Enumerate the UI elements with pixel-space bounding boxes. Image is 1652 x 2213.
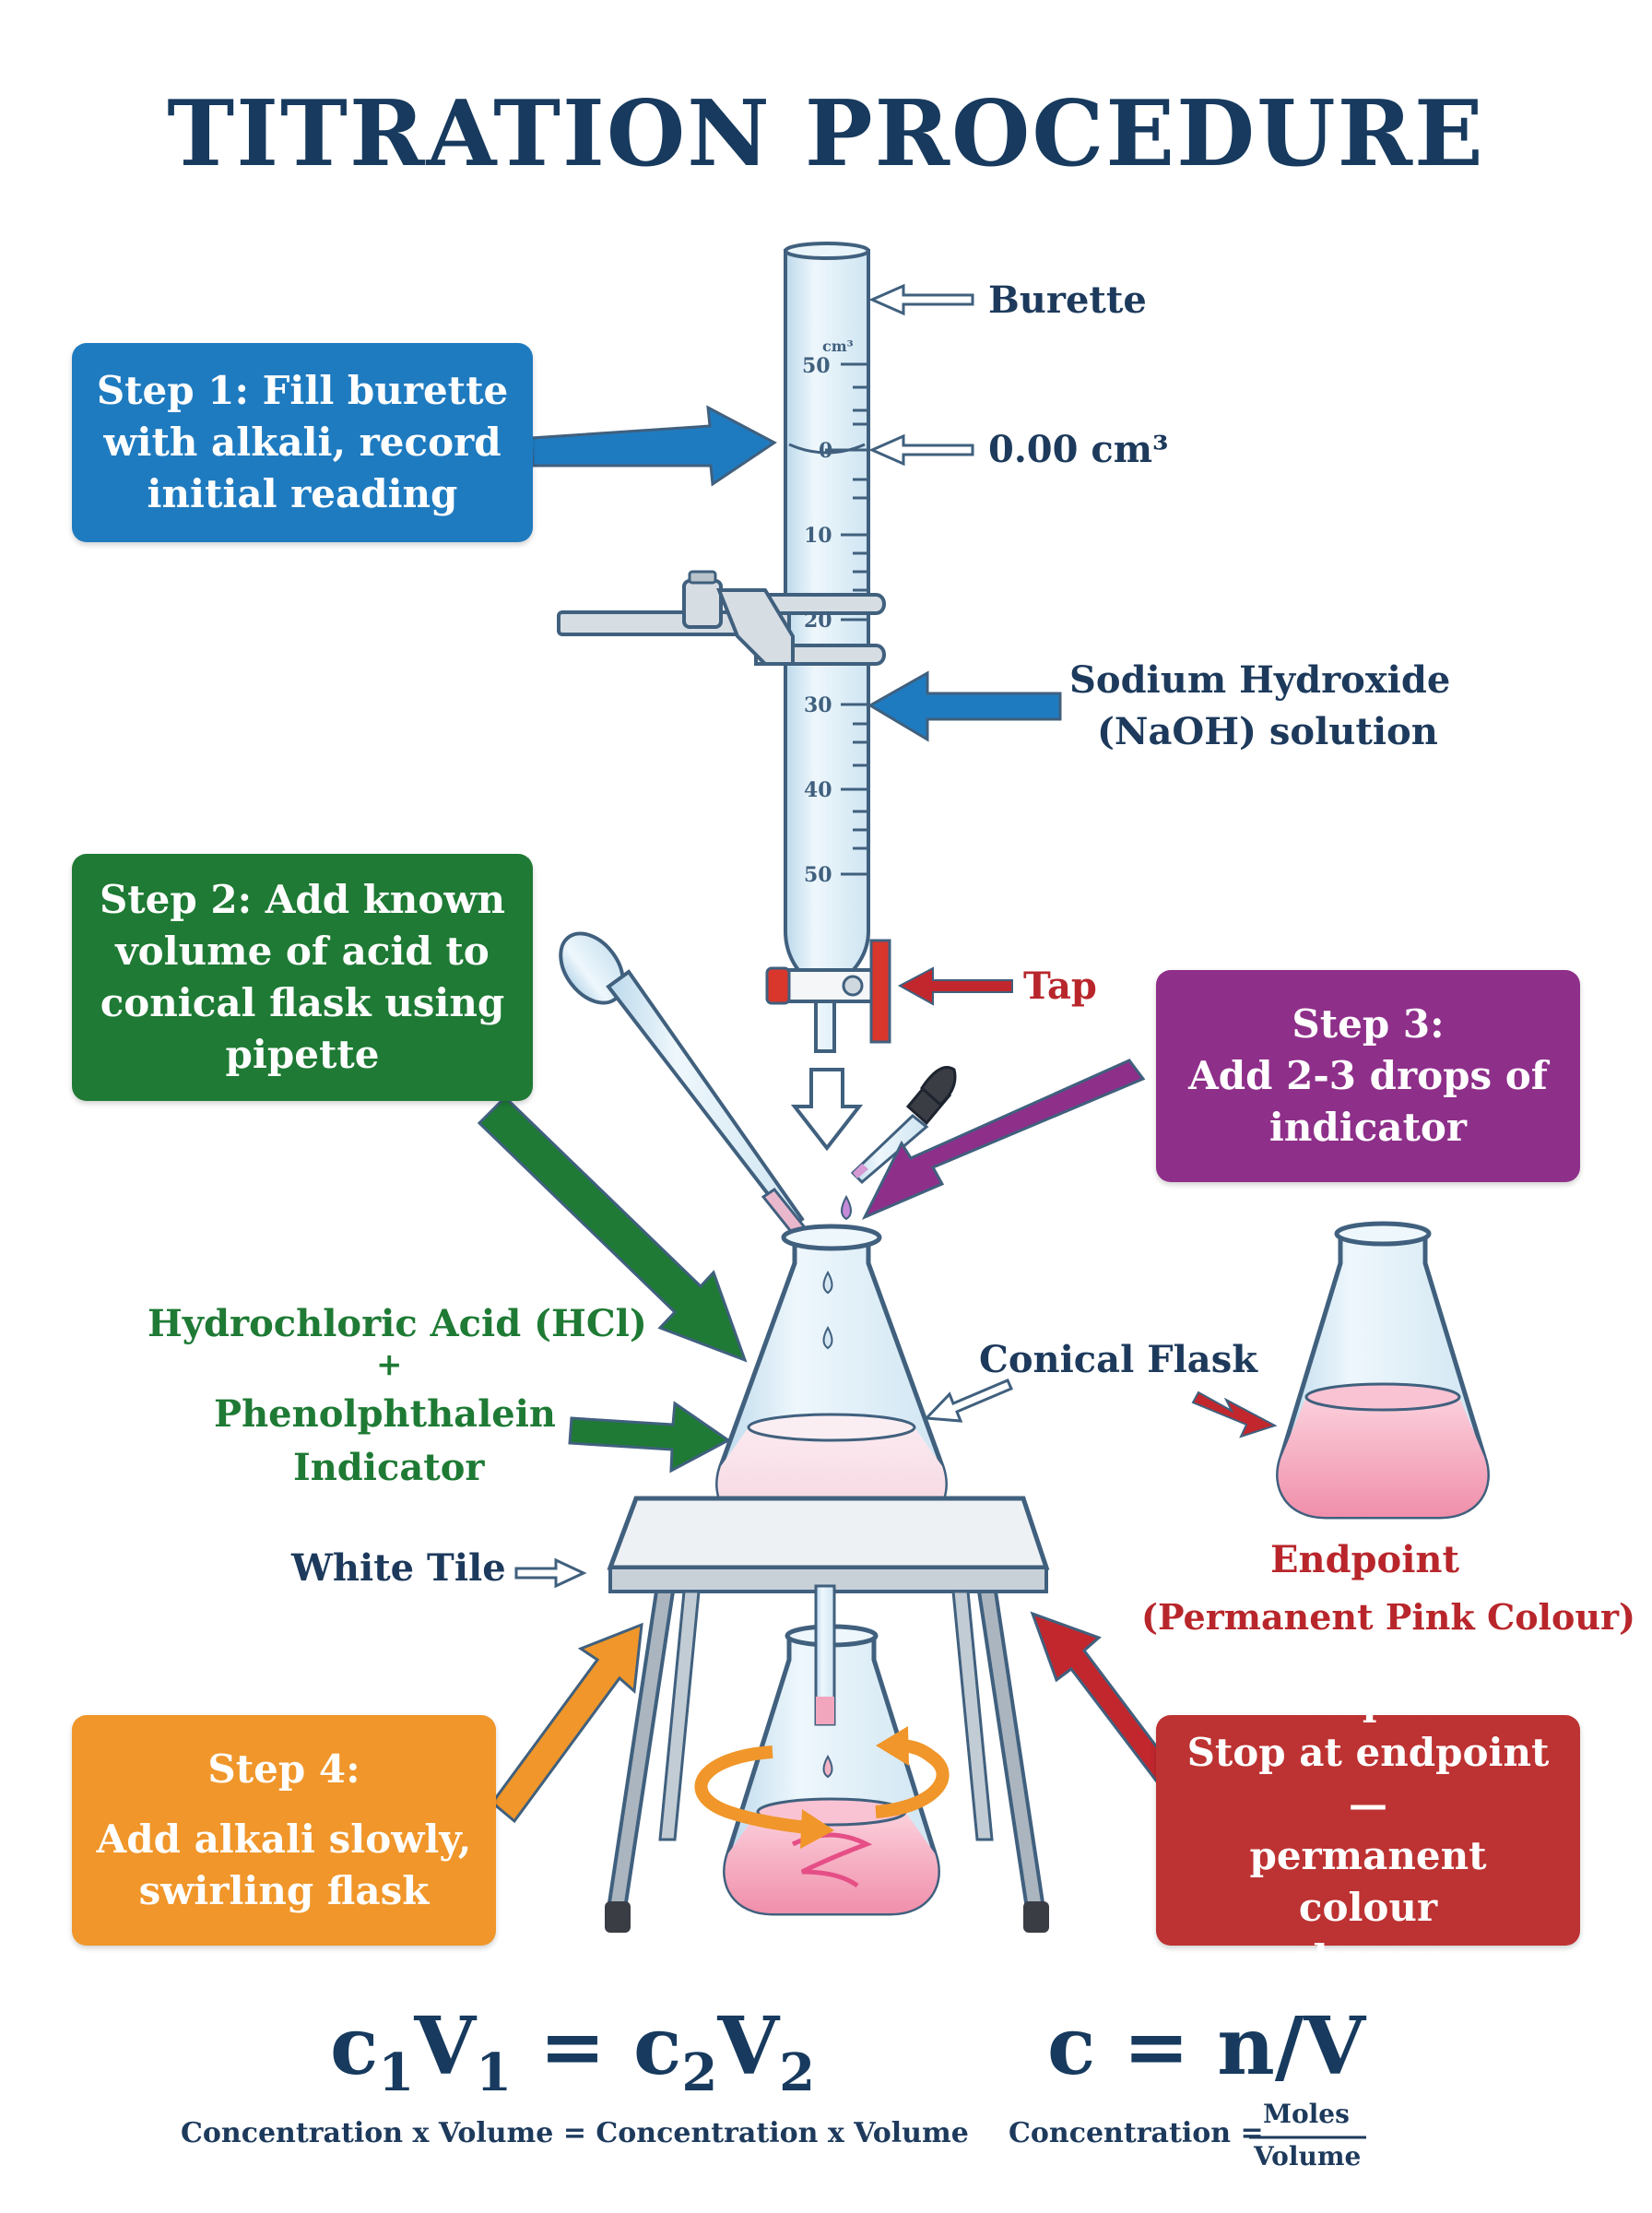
hcl-label-line-2: Phenolphthalein bbox=[214, 1392, 557, 1436]
scale-mark-top: 50 bbox=[802, 354, 831, 378]
step-3-box: Step 3: Add 2-3 drops of indicator bbox=[1156, 970, 1580, 1182]
step2-arrow bbox=[477, 1095, 748, 1363]
burette-label: Burette bbox=[988, 278, 1147, 322]
step-5-box: Step 5: Stop at endpoint — permanent col… bbox=[1156, 1678, 1580, 1982]
white-pointer-arrows bbox=[514, 283, 1013, 1589]
drip-arrow bbox=[790, 1068, 864, 1152]
step-3-line-2: Add 2-3 drops of bbox=[1188, 1053, 1548, 1098]
step-4-line-4: swirling flask bbox=[138, 1868, 430, 1913]
burette-scale-ticks bbox=[825, 362, 867, 876]
eq1-c2: c bbox=[633, 2000, 682, 2093]
hcl-arrow bbox=[568, 1401, 731, 1473]
burette-clamp bbox=[557, 570, 886, 666]
step-1-line-2: with alkali, record bbox=[103, 420, 502, 465]
step-5-line-3: permanent colour bbox=[1249, 1833, 1487, 1930]
step-2-line-3: conical flask using bbox=[100, 980, 505, 1025]
swirling-flask bbox=[694, 1584, 950, 1916]
equation-c-n-v: c = n/V bbox=[1047, 2000, 1365, 2093]
eq1-v2: V bbox=[717, 2000, 780, 2093]
scale-mark-0: 0 bbox=[819, 439, 832, 463]
step-3-line-3: indicator bbox=[1268, 1105, 1468, 1150]
step-2-line-1: Step 2: Add known bbox=[99, 877, 506, 922]
scale-mark-30: 30 bbox=[804, 693, 832, 717]
hcl-label-line-3: Indicator bbox=[293, 1446, 485, 1489]
eq1-sub4: 2 bbox=[779, 2042, 816, 2104]
step-4-box: Step 4: Add alkali slowly, swirling flas… bbox=[72, 1715, 496, 1946]
step-1-line-3: initial reading bbox=[147, 471, 458, 516]
step-1-line-1: Step 1: Fill burette bbox=[96, 368, 509, 413]
step-4-line-3: Add alkali slowly, bbox=[96, 1817, 472, 1862]
tap-arrow bbox=[897, 966, 1013, 1006]
endpoint-description: (Permanent Pink Colour) bbox=[1141, 1596, 1635, 1638]
main-conical-flask bbox=[715, 1224, 948, 1529]
dropper bbox=[841, 1066, 957, 1221]
endpoint-flask bbox=[1276, 1221, 1490, 1520]
step-5-line-4: change bbox=[1290, 1936, 1446, 1982]
naoh-label-line-2: (NaOH) solution bbox=[1097, 710, 1438, 753]
hcl-label-plus: + bbox=[376, 1346, 403, 1383]
eq1-sub2: 1 bbox=[476, 2042, 513, 2104]
step1-arrow bbox=[529, 405, 777, 487]
endpoint-arrow bbox=[1191, 1391, 1278, 1438]
scale-unit: cm³ bbox=[822, 337, 854, 355]
step4-arrow bbox=[490, 1622, 643, 1824]
scale-mark-50: 50 bbox=[804, 863, 832, 887]
scale-mark-10: 10 bbox=[804, 524, 832, 548]
burette-scale-numbers: cm³ 50 0 10 20 30 40 50 bbox=[802, 337, 854, 887]
hcl-label-line-1: Hydrochloric Acid (HCl) bbox=[148, 1302, 647, 1345]
eq1-v1: V bbox=[414, 2000, 477, 2093]
naoh-label-line-1: Sodium Hydroxide bbox=[1069, 658, 1451, 702]
eq1-sub1: 1 bbox=[378, 2042, 415, 2104]
step-2-line-2: volume of acid to bbox=[115, 929, 490, 974]
stand bbox=[605, 1496, 1050, 1933]
white-tile-label: White Tile bbox=[291, 1546, 506, 1590]
step3-arrow bbox=[861, 1059, 1146, 1220]
endpoint-label: Endpoint bbox=[1270, 1538, 1459, 1581]
eq1-c1: c bbox=[330, 2000, 379, 2093]
page-title: TITRATION PROCEDURE bbox=[167, 81, 1485, 187]
scale-mark-40: 40 bbox=[804, 778, 832, 802]
naoh-arrow bbox=[867, 670, 1062, 742]
zero-reading-label: 0.00 cm³ bbox=[988, 428, 1169, 471]
equation-2-caption-left: Concentration = bbox=[1009, 2117, 1264, 2149]
step-2-box: Step 2: Add known volume of acid to coni… bbox=[72, 854, 533, 1101]
scale-mark-20: 20 bbox=[804, 609, 832, 633]
step-1-box: Step 1: Fill burette with alkali, record… bbox=[72, 343, 533, 542]
pipette bbox=[559, 931, 814, 1246]
eq1-sub3: 2 bbox=[681, 2042, 718, 2104]
equation-2-denominator: Volume bbox=[1254, 2141, 1362, 2172]
tap-label: Tap bbox=[1023, 964, 1097, 1008]
step-4-line-1: Step 4: bbox=[207, 1746, 360, 1792]
step-5-line-2: Stop at endpoint — bbox=[1186, 1730, 1550, 1827]
equation-1-caption: Concentration x Volume = Concentration x… bbox=[181, 2117, 969, 2149]
equation-2-numerator: Moles bbox=[1263, 2099, 1350, 2129]
equation-c1v1-c2v2: c1V1 = c2V2 bbox=[330, 2001, 815, 2119]
step-2-line-4: pipette bbox=[225, 1032, 380, 1077]
step-5-line-1: Step 5: bbox=[1292, 1678, 1445, 1723]
step-3-line-1: Step 3: bbox=[1292, 1001, 1445, 1047]
conical-flask-label: Conical Flask bbox=[979, 1338, 1257, 1381]
eq1-equals: = bbox=[539, 2000, 607, 2093]
